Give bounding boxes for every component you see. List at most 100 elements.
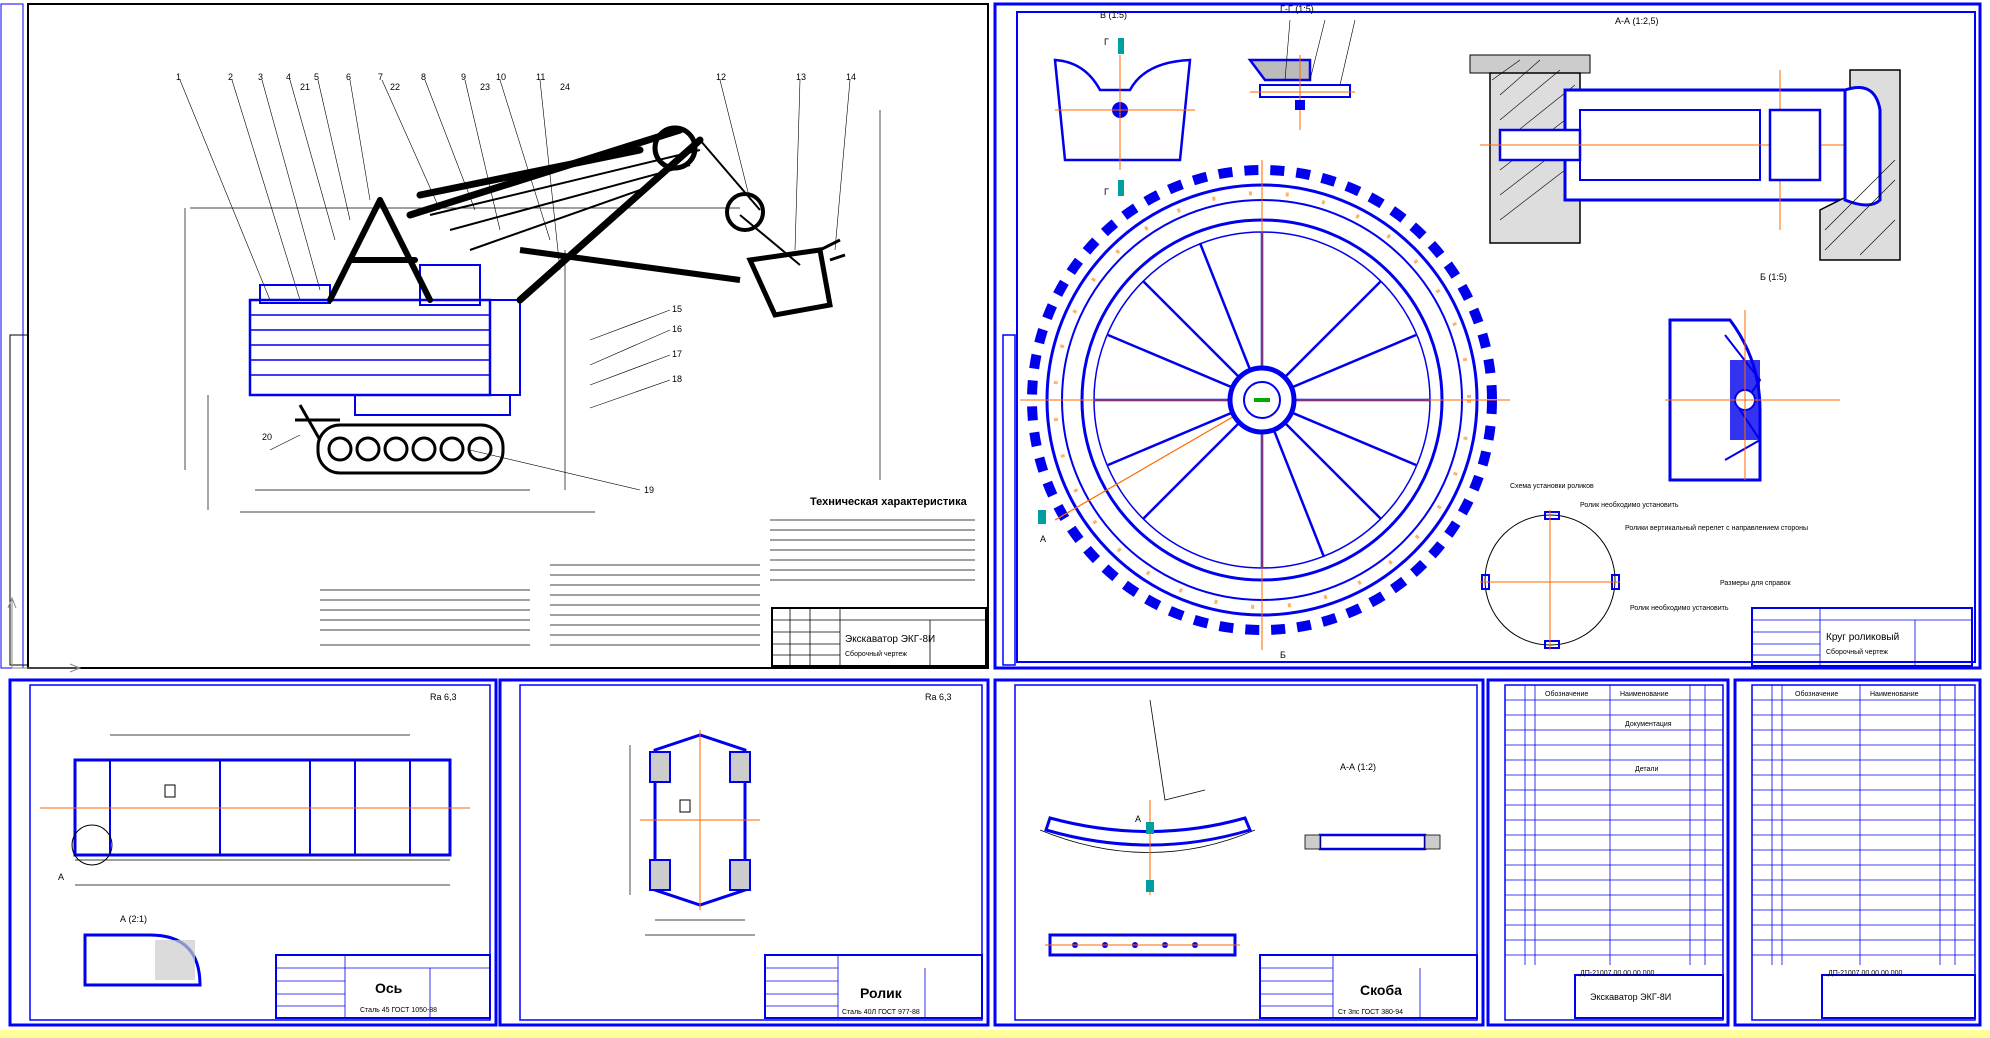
- sheet-2-roller-circle-assembly: В (1:5) Г-Г (1:5) А-А (1:2,5) Б (1:5) А …: [993, 2, 1982, 670]
- excavator-dipper-handle: [519, 247, 741, 283]
- tech-characteristics-lines: [320, 519, 975, 646]
- bottom-strip: [0, 1030, 1990, 1038]
- leader-22: 22: [390, 82, 400, 92]
- sheet-5-bracket: А А-А (1:2) Скоба Ст 3пс ГОСТ 380-94: [993, 678, 1485, 1027]
- sheet-2-margin-strip: [1002, 334, 1016, 666]
- sheet-6-title-name: Экскаватор ЭКГ-8И: [1590, 992, 1671, 1002]
- sheet-6-frame: [1486, 678, 1730, 1027]
- view-label-aa: А-А (1:2,5): [1615, 16, 1659, 26]
- excavator-bucket: [746, 247, 833, 318]
- leader-23: 23: [480, 82, 490, 92]
- tech-characteristics-title: Техническая характеристика: [810, 496, 968, 508]
- scheme-note-3: Ролик необходимо установить: [1630, 604, 1729, 612]
- leader-12: 12: [716, 72, 726, 82]
- sheet-5-view-aa: А-А (1:2): [1340, 762, 1376, 772]
- sheet-6-section-2: Детали: [1635, 766, 1659, 773]
- sheet-4-roller: Ra 6,3 Ролик Сталь 40Л ГОСТ 977-88: [498, 678, 990, 1027]
- leader-21: 21: [300, 82, 310, 92]
- roller-arrangement-scheme: Схема установки роликов Ролик необходимо…: [1480, 483, 1808, 650]
- sheet-3-frame: [8, 678, 498, 1027]
- leader-19: 19: [644, 485, 654, 495]
- sheet-5-marker-a: А: [1135, 814, 1141, 824]
- boom-point-sheave: [652, 125, 698, 171]
- sheet-3-title-sub: Сталь 45 ГОСТ 1050-88: [360, 1007, 437, 1014]
- leader-3: 3: [258, 72, 263, 82]
- leader-16: 16: [672, 324, 682, 334]
- sheet-7-heading-1: Обозначение: [1795, 690, 1838, 698]
- sheet-4-title-name: Ролик: [860, 985, 903, 1001]
- view-label-v: В (1:5): [1100, 10, 1127, 20]
- sheet-5-title-block: Скоба Ст 3пс ГОСТ 380-94: [1259, 954, 1478, 1019]
- leader-18: 18: [672, 374, 682, 384]
- sheet-6-code: ДП-21007.00.00.00.000: [1580, 970, 1654, 977]
- scheme-note-1: Ролик необходимо установить: [1580, 501, 1679, 509]
- sheet-5-title-sub: Ст 3пс ГОСТ 380-94: [1338, 1009, 1403, 1016]
- sheet-4-frame: [498, 678, 990, 1027]
- excavator-cabin: [248, 298, 492, 397]
- leader-7: 7: [378, 72, 383, 82]
- leader-5: 5: [314, 72, 319, 82]
- sheet-7-code: ДП-21007.00.00.00.000: [1828, 970, 1902, 977]
- gg-marker-bottom: Г: [1104, 187, 1109, 197]
- sheet-4-title-block: Ролик Сталь 40Л ГОСТ 977-88: [764, 954, 983, 1019]
- leader-11: 11: [536, 72, 545, 82]
- sheet-1-dimension-lines: [184, 110, 881, 513]
- section-aa-drawing: [1469, 54, 1901, 261]
- ucs-icon: [7, 596, 82, 673]
- sheet-3-view-a: А (2:1): [120, 914, 147, 924]
- sheet-1-excavator-assembly: 1 2 3 4 5 6 7 8 9 10 11 12 13 14 15 16 1…: [0, 3, 989, 669]
- leader-15: 15: [672, 304, 682, 314]
- leader-6: 6: [346, 72, 351, 82]
- sheet-3-title-block: Ось Сталь 45 ГОСТ 1050-88: [275, 954, 491, 1019]
- sheet-2-title-sub: Сборочный чертеж: [1826, 648, 1888, 656]
- sheet-2-title-name: Круг роликовый: [1826, 632, 1899, 643]
- section-marker-b: Б: [1280, 650, 1286, 660]
- sheet-5-frame: [993, 678, 1485, 1027]
- sheet-1-title-sub: Сборочный чертеж: [845, 650, 907, 658]
- scheme-note-bottom: Размеры для справок: [1720, 580, 1792, 587]
- sheet-2-title-block: Круг роликовый Сборочный чертеж: [1751, 607, 1973, 667]
- sheet-4-roughness: Ra 6,3: [925, 692, 952, 702]
- sheet-3-axle: Ra 6,3 А А (2:1) Ось Сталь 45 ГОС: [8, 678, 498, 1027]
- leader-14: 14: [846, 72, 856, 82]
- sheet-5-title-name: Скоба: [1360, 982, 1402, 998]
- leader-13: 13: [796, 72, 806, 82]
- scheme-note-2: Ролики вертикальный перелет с направлени…: [1625, 524, 1808, 532]
- scheme-title: Схема установки роликов: [1510, 483, 1594, 490]
- view-label-b: Б (1:5): [1760, 272, 1787, 282]
- sheet-6-section-1: Документация: [1625, 721, 1672, 728]
- view-b-drawing: [1665, 310, 1840, 482]
- gg-marker-top: Г: [1104, 37, 1109, 47]
- excavator-crawler: [316, 423, 505, 475]
- excavator-a-frame: [327, 197, 433, 303]
- sheet-3-marker-a: А: [58, 872, 64, 882]
- excavator-drawing: [248, 125, 846, 475]
- sheet-6-heading-2: Наименование: [1620, 691, 1669, 698]
- sheet-1-margin-strip: [9, 334, 29, 666]
- view-v-drawing: Г Г: [1053, 37, 1195, 197]
- leader-20: 20: [262, 432, 272, 442]
- sheet-7-frame: [1733, 678, 1982, 1027]
- leader-17: 17: [672, 349, 682, 359]
- sheet-4-title-sub: Сталь 40Л ГОСТ 977-88: [842, 1009, 920, 1016]
- leader-8: 8: [421, 72, 426, 82]
- leader-2: 2: [228, 72, 233, 82]
- sheet-7-specification: Обозначение Наименование ДП-21007.00.00.…: [1733, 678, 1982, 1027]
- bracket-arc: [1044, 816, 1253, 847]
- view-label-gg: Г-Г (1:5): [1280, 4, 1314, 14]
- leader-4: 4: [286, 72, 291, 82]
- leader-10: 10: [496, 72, 506, 82]
- leader-9: 9: [461, 72, 466, 82]
- sheet-6-heading-1: Обозначение: [1545, 690, 1588, 698]
- view-gg-drawing: [1247, 19, 1356, 130]
- sheet-1-title-name: Экскаватор ЭКГ-8И: [845, 634, 935, 645]
- sheet-3-roughness: Ra 6,3: [430, 692, 457, 702]
- sheet-6-specification: Обозначение Наименование Документация Де…: [1486, 678, 1730, 1027]
- leader-24: 24: [560, 82, 570, 92]
- sheet-1-leader-numbers: 1 2 3 4 5 6 7 8 9 10 11 12 13 14 15 16 1…: [176, 72, 856, 495]
- sheet-1-title-block: Экскаватор ЭКГ-8И Сборочный чертеж: [771, 607, 987, 667]
- sheet-2-frame: [993, 2, 1982, 670]
- section-marker-a: А: [1040, 534, 1046, 544]
- leader-1: 1: [176, 72, 181, 82]
